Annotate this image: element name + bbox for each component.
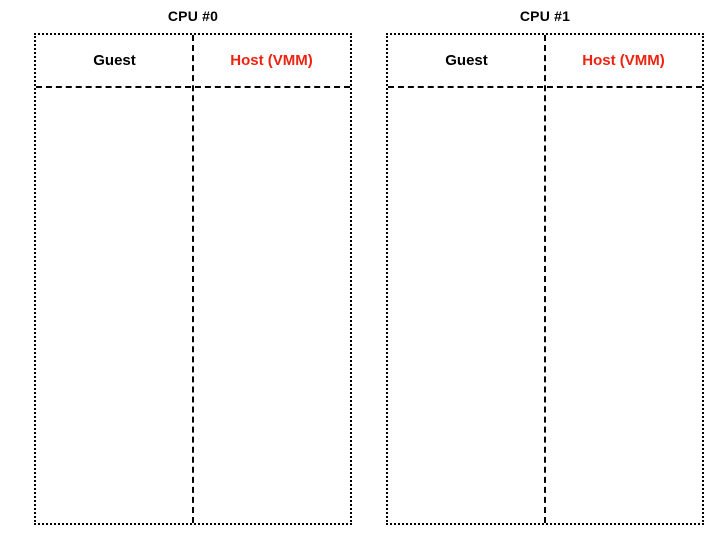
cpu-1-lane-body-host [545,88,702,523]
cpu-0-lane-header-guest: Guest [93,51,136,69]
cpu-0-lane-header-host: Host (VMM) [230,51,313,69]
cpu-0-box: Guest Host (VMM) [34,33,352,525]
cpu-1-lane-header-guest: Guest [445,51,488,69]
cpu-1-box: Guest Host (VMM) [386,33,704,525]
cpu-1-lane-header-host: Host (VMM) [582,51,665,69]
cpu-1-lane-divider [544,35,546,523]
cpu-0-lane-divider [192,35,194,523]
cpu-0-title: CPU #0 [167,8,219,24]
cpu-1-title: CPU #1 [519,8,571,24]
cpu-1-lane-body-guest [388,88,545,523]
cpu-0-lane-body-guest [36,88,193,523]
cpu-0-lane-body-host [193,88,350,523]
